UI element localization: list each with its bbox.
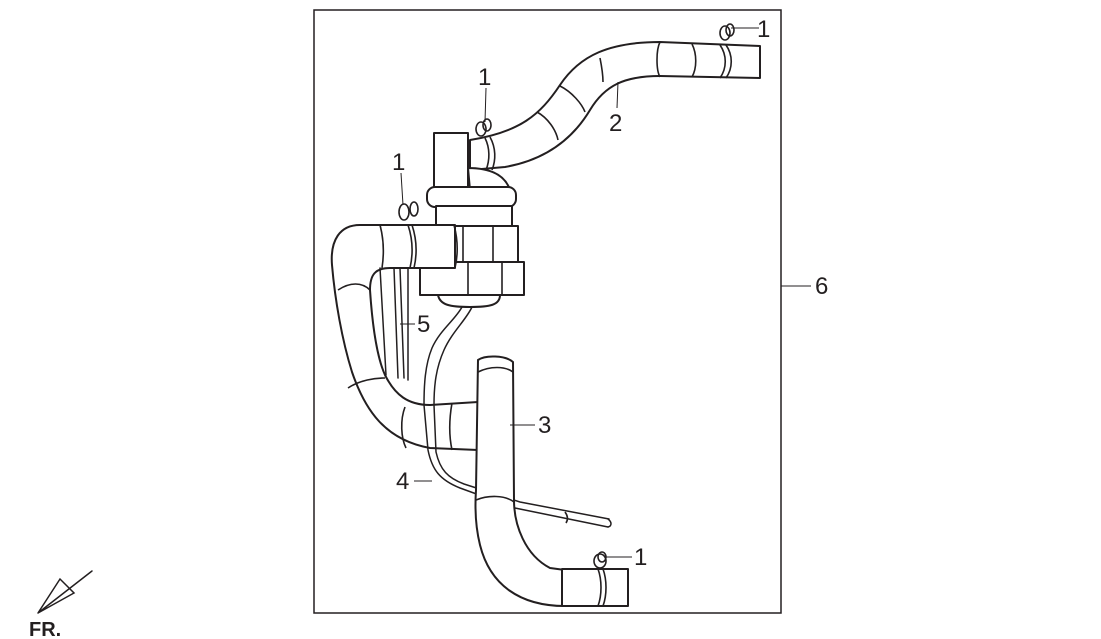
- hose-2: [469, 41, 761, 171]
- callout-2: 2: [609, 110, 622, 137]
- callout-6: 6: [815, 273, 828, 300]
- clip-middle-left: [398, 201, 419, 221]
- callout-1-middle: 1: [392, 149, 405, 176]
- front-direction-marker: FR.: [29, 570, 93, 639]
- leader-1-middle: [400, 172, 404, 206]
- front-label: FR.: [29, 619, 61, 639]
- clip-top-right: [719, 23, 735, 41]
- callout-5: 5: [417, 311, 430, 338]
- hose-3: [474, 355, 629, 607]
- callout-1-top-left: 1: [478, 64, 491, 91]
- callout-1-bottom: 1: [634, 544, 647, 571]
- clip-bottom: [593, 551, 607, 569]
- hose-left-loop: [330, 224, 479, 451]
- callout-1-top-right: 1: [757, 16, 770, 43]
- callout-4: 4: [396, 468, 409, 495]
- leader-1-top-left: [484, 87, 487, 123]
- leader-2: [616, 81, 619, 109]
- direction-arrow-icon: [37, 570, 93, 614]
- assembly-frame: [313, 9, 782, 614]
- valve-body: [419, 132, 525, 308]
- callout-3: 3: [538, 412, 551, 439]
- clip-top-left: [475, 118, 492, 137]
- tube-4: [423, 306, 612, 528]
